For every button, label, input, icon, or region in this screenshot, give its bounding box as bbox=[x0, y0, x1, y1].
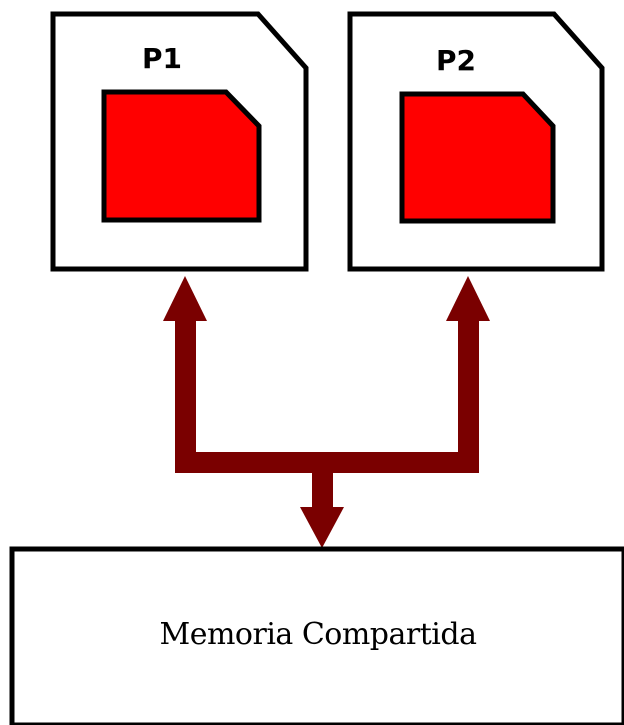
process-p1-chip bbox=[101, 89, 262, 223]
shared-memory-block: Memoria Compartida bbox=[9, 546, 624, 725]
arrow-p1-shaft bbox=[175, 318, 196, 473]
process-p1-label: P1 bbox=[142, 42, 182, 75]
shared-memory-box bbox=[9, 546, 624, 725]
process-p2: P2 bbox=[347, 11, 605, 272]
arrow-p1-head bbox=[163, 276, 207, 321]
shared-memory-label: Memoria Compartida bbox=[160, 617, 478, 652]
arrow-memory-head bbox=[300, 507, 344, 548]
process-p2-label: P2 bbox=[436, 44, 476, 77]
connector-arrows bbox=[163, 276, 490, 548]
process-p1: P1 bbox=[50, 11, 309, 272]
arrow-memory-shaft bbox=[312, 460, 333, 510]
arrow-p2-shaft bbox=[458, 318, 479, 473]
arrow-p2-head bbox=[446, 276, 490, 321]
process-p2-chip bbox=[399, 91, 556, 224]
